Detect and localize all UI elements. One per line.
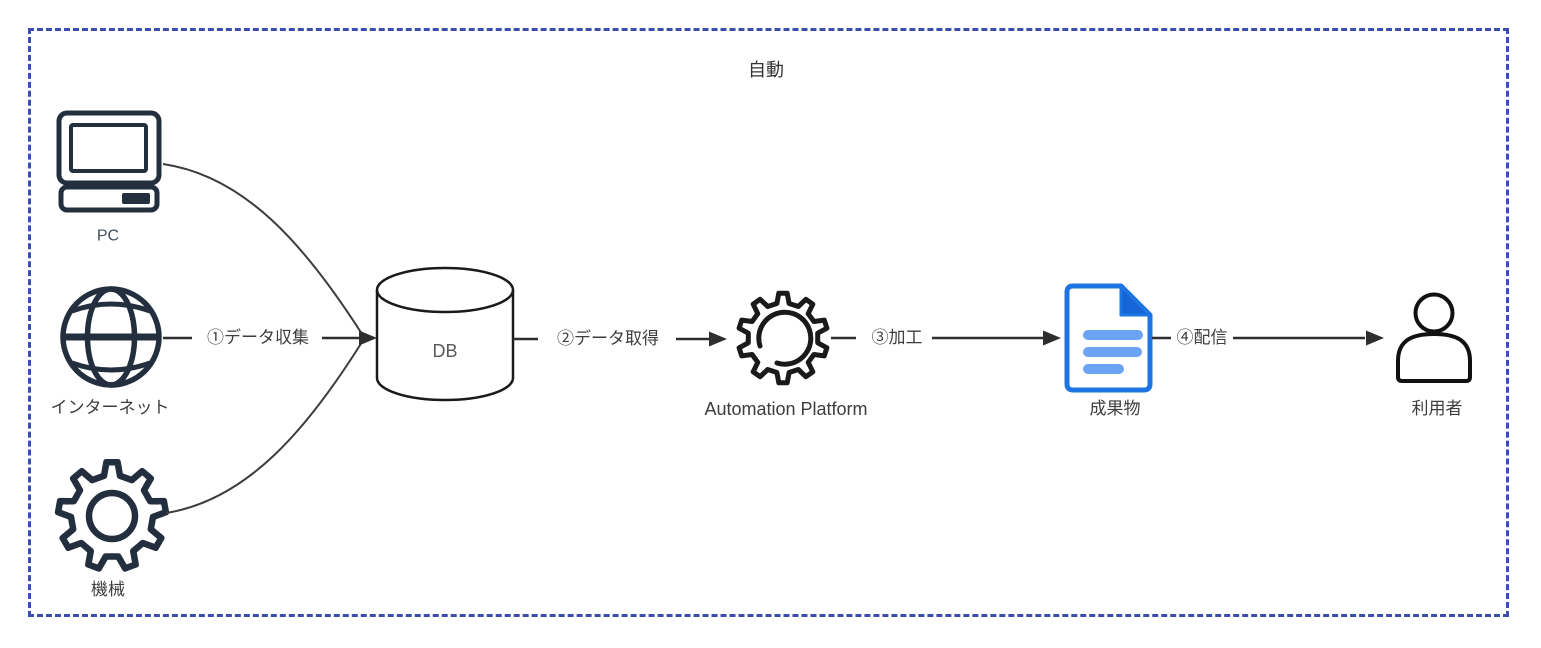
edge-fetch [513, 331, 727, 347]
curve-machine-to-db [165, 341, 363, 514]
edge-label-deliver: ④配信 [1174, 327, 1230, 349]
arrowhead-icon [1043, 330, 1061, 346]
arrowhead-icon [1366, 330, 1384, 346]
edge-label-process: ③加工 [869, 327, 925, 349]
node-label-db: DB [432, 341, 458, 362]
edge-label-collect: ①データ収集 [205, 327, 311, 349]
ap-gear-path [736, 290, 830, 386]
node-label-pc: PC [96, 227, 120, 245]
gear-icon [54, 459, 170, 572]
curve-pc-to-db [162, 163, 363, 335]
person-icon [1396, 292, 1472, 383]
globe-icon [60, 286, 162, 388]
node-label-automation-platform: Automation Platform [704, 399, 868, 420]
node-label-deliverable: 成果物 [1089, 398, 1141, 418]
computer-icon [56, 110, 162, 213]
gear-sync-icon [736, 290, 830, 386]
diagram-border [28, 28, 1509, 617]
edge-collect [163, 330, 377, 346]
edge-label-fetch: ②データ取得 [555, 328, 661, 350]
node-label-machine: 機械 [91, 579, 125, 599]
document-icon [1064, 283, 1153, 393]
arrowhead-icon [359, 330, 377, 346]
database-cylinder [375, 266, 515, 402]
diagram-title: 自動 [748, 60, 784, 81]
node-label-internet: インターネット [50, 397, 170, 417]
node-label-user: 利用者 [1411, 398, 1463, 418]
edge-deliver [1152, 330, 1384, 346]
edge-process [831, 330, 1061, 346]
arrowhead-icon [709, 331, 727, 347]
